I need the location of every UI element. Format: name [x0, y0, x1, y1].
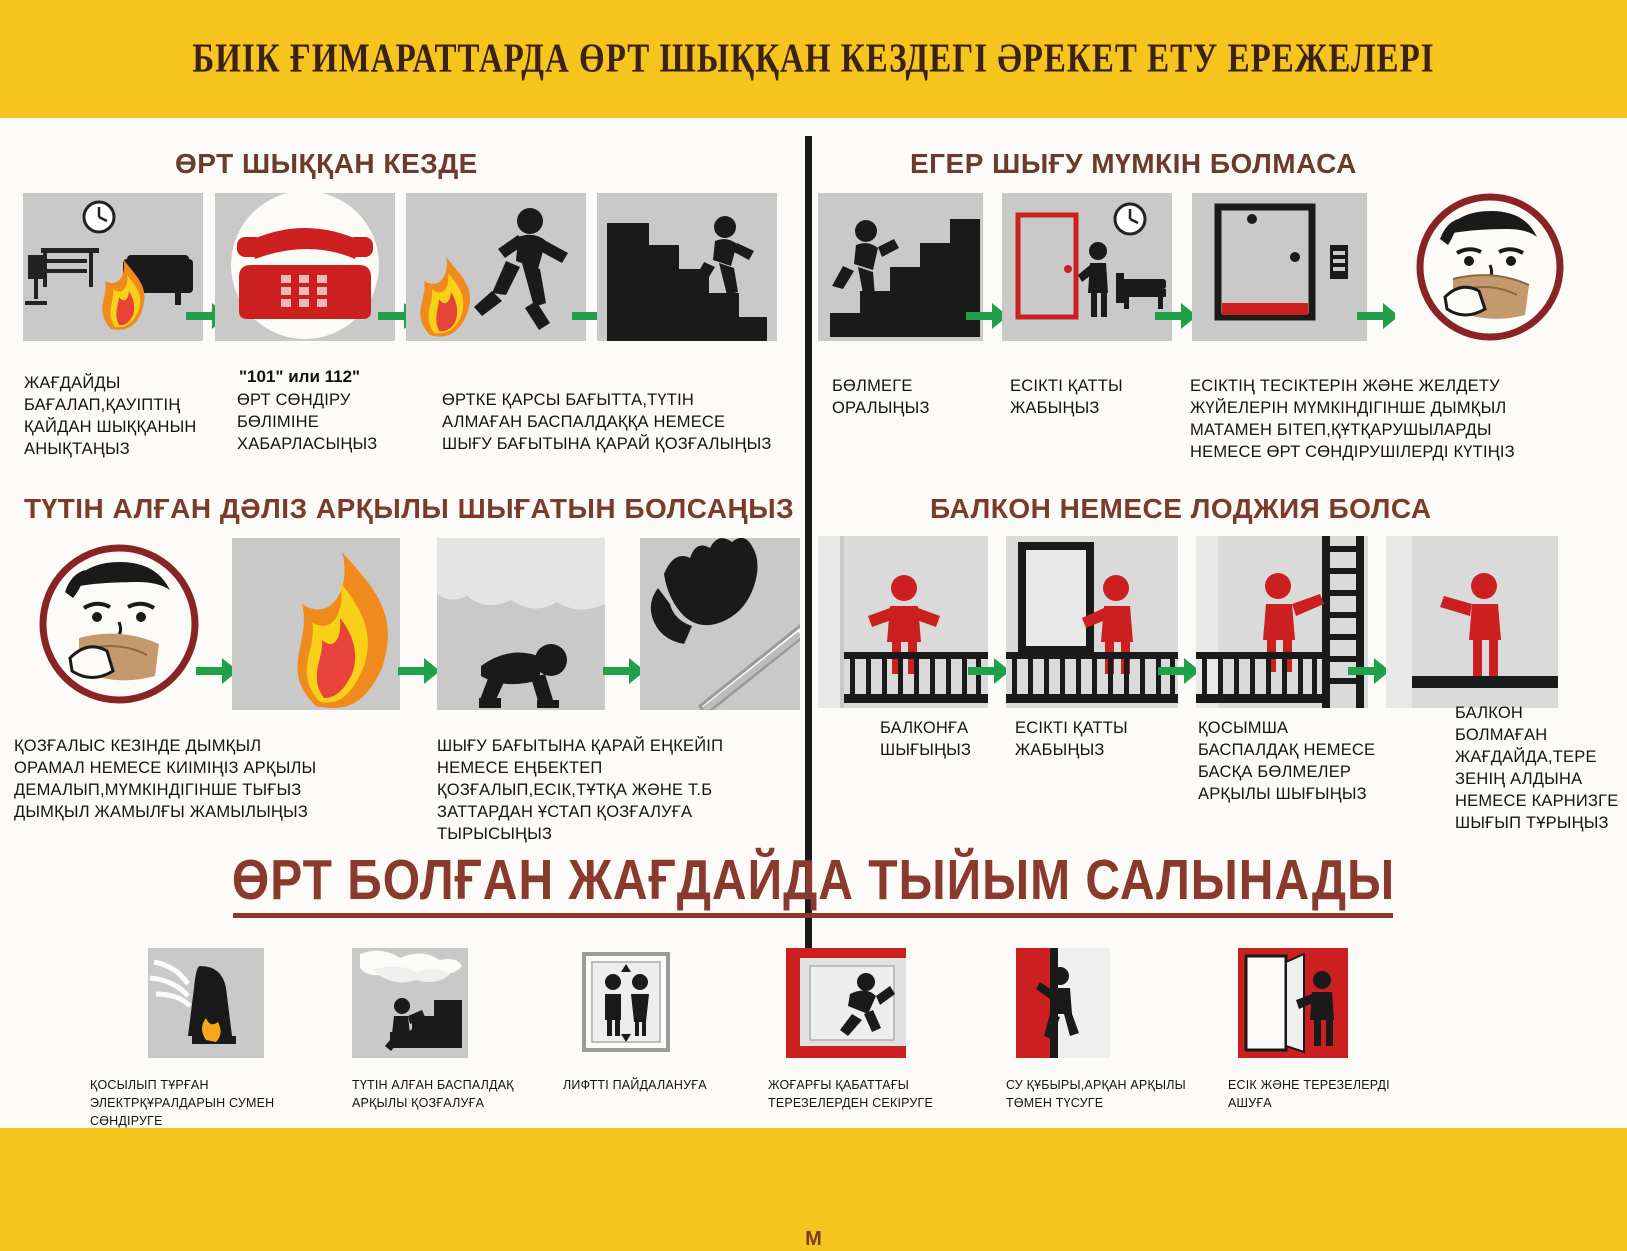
close-balcony-door-icon: [1006, 536, 1178, 708]
arrow-right-icon-8: [398, 658, 440, 684]
caption-cannot-exit-step-2: ЕСІКТІ ҚАТТЫ ЖАБЫҢЫЗ: [1010, 377, 1123, 417]
section-heading-smoky-corridor: ТҮТІН АЛҒАН ДӘЛІЗ АРҚЫЛЫ ШЫҒАТЫН БОЛСАҢЫ…: [24, 493, 795, 524]
cover-mouth-wet-cloth-icon: [1395, 193, 1585, 341]
stairs-descend-icon: [597, 193, 777, 341]
seal-door-gap-icon: [1192, 193, 1367, 341]
poster-canvas: ӨРТ ШЫҚҚАН КЕЗДЕ: [0, 118, 1627, 1128]
open-door-window-icon: [1238, 948, 1348, 1058]
section-heading-fire-started: ӨРТ ШЫҚҚАН КЕЗДЕ: [175, 148, 478, 179]
arrow-right-icon-10: [968, 658, 1010, 684]
caption-fire-step-1: ЖАҒДАЙДЫ БАҒАЛАП,ҚАУІПТІҢ ҚАЙДАН ШЫҚҚАНЫ…: [24, 374, 197, 458]
footer-mark: М: [805, 1228, 822, 1250]
caption-prohibition-5: СУ ҚҰБЫРЫ,АРҚАН АРҚЫЛЫ ТӨМЕН ТҮСУГЕ: [1006, 1078, 1186, 1111]
caption-smoky-step-3: ШЫҒУ БАҒЫТЫНА ҚАРАЙ ЕҢКЕЙІП НЕМЕСЕ ЕҢБЕК…: [437, 737, 724, 843]
office-fire-icon: [23, 193, 203, 341]
section-heading-cannot-exit: ЕГЕР ШЫҒУ МҮМКІН БОЛМАСА: [910, 148, 1357, 179]
person-on-balcony-icon: [818, 536, 988, 708]
red-telephone-icon: [215, 193, 395, 341]
caption-prohibition-1: ҚОСЫЛЫП ТҰРҒАН ЭЛЕКТРҚҰРАЛДАРЫН СУМЕН СӨ…: [90, 1078, 275, 1129]
poster-title-bar: БИІК ҒИМАРАТТАРДА ӨРТ ШЫҚҚАН КЕЗДЕГІ ӘРЕ…: [0, 0, 1627, 118]
arrow-right-icon-4: [966, 303, 1008, 329]
caption-balcony-step-3: ҚОСЫМША БАСПАЛДАҚ НЕМЕСЕ БАСҚА БӨЛМЕЛЕР …: [1198, 719, 1376, 803]
arrow-right-icon-12: [1348, 658, 1390, 684]
crawling-person-icon: [437, 538, 605, 710]
close-door-icon: [1002, 193, 1172, 341]
section-heading-balcony: БАЛКОН НЕМЕСЕ ЛОДЖИЯ БОЛСА: [930, 493, 1432, 524]
caption-prohibition-4: ЖОҒАРҒЫ ҚАБАТТАҒЫ ТЕРЕЗЕЛЕРДЕН СЕКІРУГЕ: [768, 1078, 934, 1111]
banner-underline: [233, 913, 1393, 918]
climb-down-pipe-icon: [1016, 948, 1126, 1058]
poster-footer: [0, 1128, 1627, 1242]
caption-prohibition-2: ТҮТІН АЛҒАН БАСПАЛДАҚ АРҚЫЛЫ ҚОЗҒАЛУҒА: [352, 1078, 514, 1111]
jump-from-window-icon: [786, 948, 906, 1058]
caption-prohibition-3: ЛИФТТІ ПАЙДАЛАНУҒА: [563, 1078, 707, 1092]
caption-cannot-exit-step-1: БӨЛМЕГЕ ОРАЛЫҢЫЗ: [832, 377, 930, 417]
smoky-stairs-icon: [352, 948, 468, 1058]
prohibition-banner-title: ӨРТ БОЛҒАН ЖАҒДАЙДА ТЫЙЫМ САЛЫНАДЫ: [231, 849, 1396, 912]
arrow-right-icon-7: [196, 658, 238, 684]
flame-icon: [232, 538, 400, 710]
page-title: БИІК ҒИМАРАТТАРДА ӨРТ ШЫҚҚАН КЕЗДЕГІ ӘРЕ…: [192, 35, 1435, 81]
hand-rail-icon: [640, 538, 800, 710]
caption-fire-step-2: ӨРТ СӨНДІРУ БӨЛІМІНЕ ХАБАРЛАСЫҢЫЗ: [237, 391, 378, 453]
stairs-return-icon: [818, 193, 983, 341]
cover-mouth-wet-cloth-icon-2: [24, 538, 214, 710]
arrow-right-icon-5: [1155, 303, 1197, 329]
ladder-climb-icon: [1196, 536, 1368, 708]
running-person-fire-icon: [406, 193, 586, 341]
caption-fire-step-3: ӨРТКЕ ҚАРСЫ БАҒЫТТА,ТҮТІН АЛМАҒАН БАСПАЛ…: [442, 391, 772, 453]
caption-smoky-step-1: ҚОЗҒАЛЫС КЕЗІНДЕ ДЫМҚЫЛ ОРАМАЛ НЕМЕСЕ КИ…: [14, 737, 317, 821]
arrow-right-icon-6: [1357, 303, 1399, 329]
vertical-divider: [805, 136, 812, 951]
caption-balcony-step-1: БАЛКОНҒА ШЫҒЫҢЫЗ: [880, 719, 972, 759]
caption-cannot-exit-step-3: ЕСІКТІҢ ТЕСІКТЕРІН ЖӘНЕ ЖЕЛДЕТУ ЖҮЙЕЛЕРІ…: [1190, 377, 1515, 461]
emergency-number-badge: "101" или 112": [239, 367, 361, 386]
elevator-icon: [576, 948, 676, 1058]
arrow-right-icon-9: [603, 658, 645, 684]
caption-balcony-step-4: БАЛКОН БОЛМАҒАН ЖАҒДАЙДА,ТЕРЕ ЗЕНІҢ АЛДЫ…: [1455, 704, 1619, 832]
arrow-right-icon-11: [1158, 658, 1200, 684]
water-on-electrical-icon: [148, 948, 264, 1058]
caption-balcony-step-2: ЕСІКТІ ҚАТТЫ ЖАБЫҢЫЗ: [1015, 719, 1128, 759]
caption-prohibition-6: ЕСІК ЖӘНЕ ТЕРЕЗЕЛЕРДІ АШУҒА: [1228, 1078, 1390, 1111]
stand-on-window-ledge-icon: [1386, 536, 1558, 708]
